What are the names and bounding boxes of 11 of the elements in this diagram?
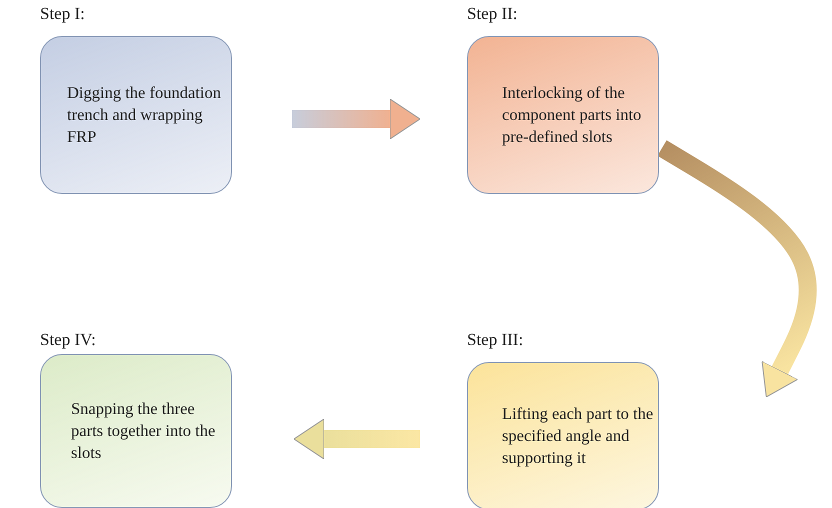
step-text: Lifting each part to the specified angle and supporting it xyxy=(502,403,654,469)
step-text: Digging the foundation trench and wrapping FRP xyxy=(67,82,222,148)
step-heading: Step I: xyxy=(40,4,85,24)
step-heading: Step IV: xyxy=(40,330,96,350)
step-heading: Step III: xyxy=(467,330,524,350)
step-text: Interlocking of the component parts into pre-defined slots xyxy=(502,82,642,148)
block-arrow xyxy=(294,418,420,460)
block-arrow xyxy=(292,98,420,140)
step-heading: Step II: xyxy=(467,4,518,24)
block-arrow xyxy=(657,140,817,398)
step-text: Snapping the three parts together into the slots xyxy=(71,398,216,464)
